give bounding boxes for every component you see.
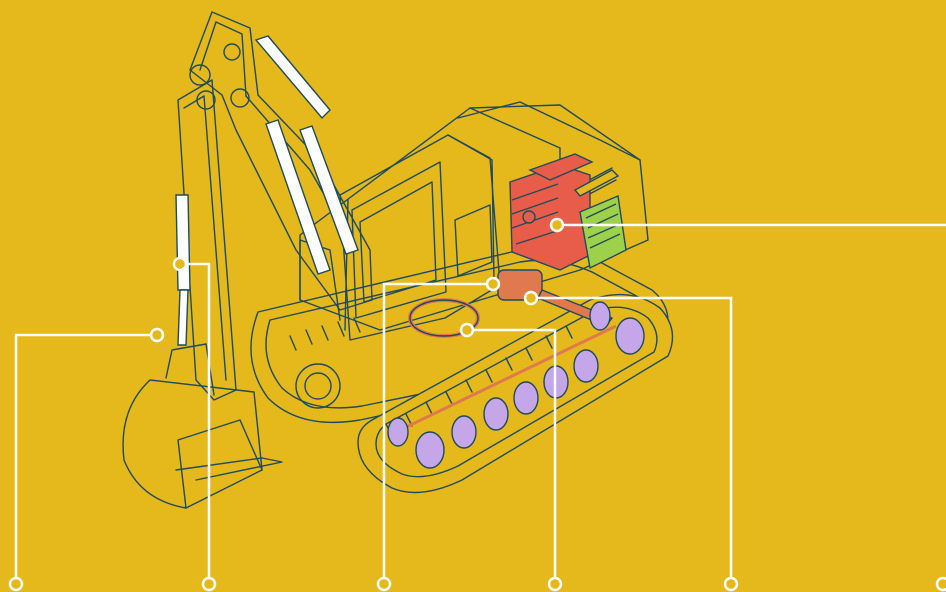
callout-dot-icon[interactable] (487, 278, 499, 290)
callout-dot-icon[interactable] (549, 578, 561, 590)
callout-dot-icon[interactable] (203, 578, 215, 590)
callout-dot-icon[interactable] (725, 578, 737, 590)
callout-dot-icon[interactable] (937, 578, 946, 590)
callout-dot-icon[interactable] (525, 292, 537, 304)
callout-dot-icon[interactable] (10, 578, 22, 590)
callout-dot-icon[interactable] (174, 258, 186, 270)
callout-dot-icon[interactable] (461, 324, 473, 336)
callout-dot-icon[interactable] (378, 578, 390, 590)
callout-dot-icon[interactable] (151, 329, 163, 341)
callout-dot-icon[interactable] (551, 219, 563, 231)
